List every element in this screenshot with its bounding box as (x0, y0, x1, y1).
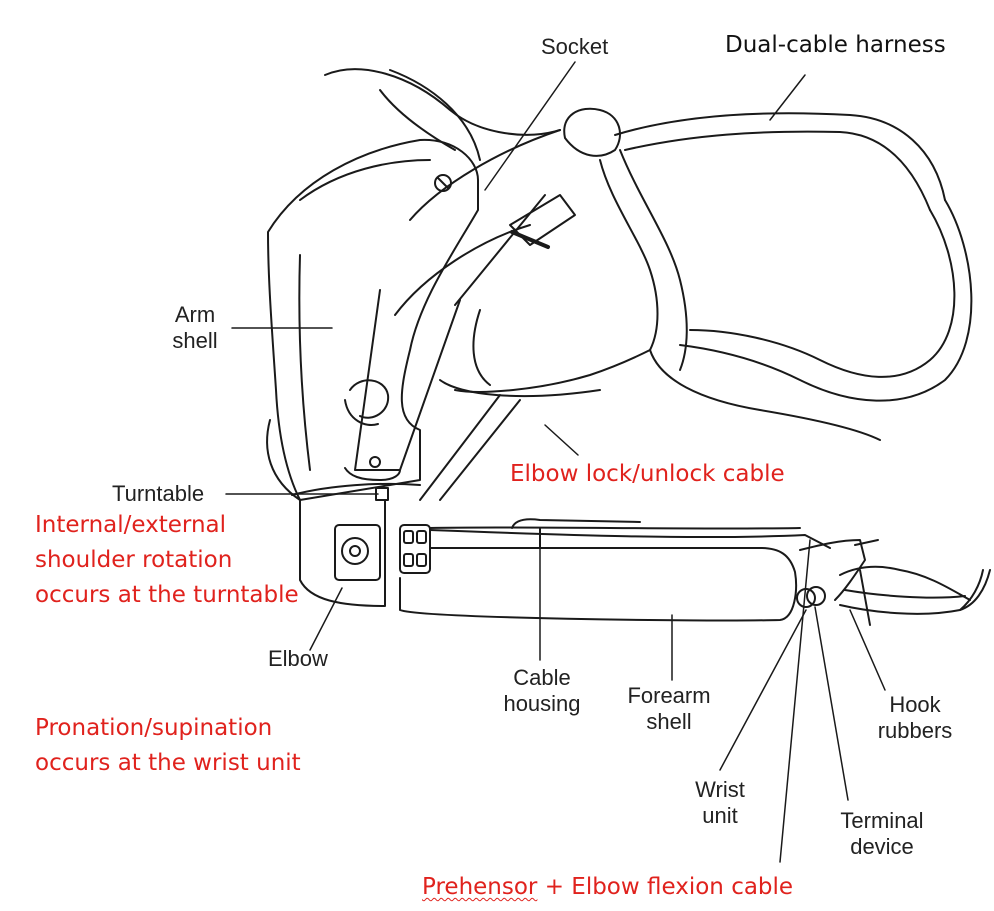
arm-shell (267, 138, 479, 501)
wrist-unit-label-line2: unit (702, 803, 738, 828)
turntable (266, 419, 421, 501)
terminal-device (796, 539, 991, 626)
rotation-note: Internal/external shoulder rotation occu… (35, 508, 299, 613)
pronation-note: Pronation/supination occurs at the wrist… (35, 711, 301, 781)
rotation-note-line1: Internal/external (35, 512, 227, 538)
terminal-device-label-line1: Terminal (840, 808, 924, 833)
prehensor-cable (429, 529, 831, 549)
pronation-note-line2: occurs at the wrist unit (35, 750, 301, 776)
leader-lines (225, 61, 886, 863)
wrist-unit-label-line1: Wrist (695, 777, 745, 802)
forearm-shell-label-line1: Forearm (627, 683, 711, 708)
rotation-note-line3: occurs at the turntable (35, 582, 299, 608)
elbow-lock-note: Elbow lock/unlock cable (510, 461, 785, 487)
socket (324, 68, 576, 481)
dual-cable-harness (379, 89, 973, 501)
forearm-shell (399, 518, 801, 622)
arm-shell-label-line2: shell (172, 328, 218, 353)
elbow-label: Elbow (268, 646, 328, 671)
rotation-note-line2: shoulder rotation (35, 547, 233, 573)
cable-housing-label-line2: housing (503, 691, 581, 716)
terminal-device-label: Terminal device (822, 808, 942, 860)
forearm-shell-label-line2: shell (646, 709, 692, 734)
elbow (299, 487, 431, 607)
hook-rubbers-label: Hook rubbers (860, 692, 970, 744)
pronation-note-line1: Pronation/supination (35, 715, 273, 741)
turntable-label: Turntable (112, 481, 205, 506)
socket-label: Socket (541, 34, 609, 59)
forearm-shell-label: Forearm shell (614, 683, 724, 735)
prehensor-rest: + Elbow flexion cable (537, 874, 794, 900)
cable-housing-label: Cable housing (492, 665, 592, 717)
harness-label: Dual-cable harness (725, 32, 946, 58)
cable-housing-label-line1: Cable (513, 665, 571, 690)
terminal-device-label-line2: device (850, 834, 914, 859)
hook-rubbers-label-line2: rubbers (877, 718, 953, 743)
arm-shell-label-line1: Arm (174, 302, 216, 327)
hook-rubbers-label-line1: Hook (889, 692, 941, 717)
arm-shell-label: Arm shell (160, 302, 230, 354)
prehensor-word: Prehensor (422, 874, 538, 900)
wrist-unit-label: Wrist unit (680, 777, 760, 829)
prehensor-note: Prehensor + Elbow flexion cable (422, 870, 793, 905)
